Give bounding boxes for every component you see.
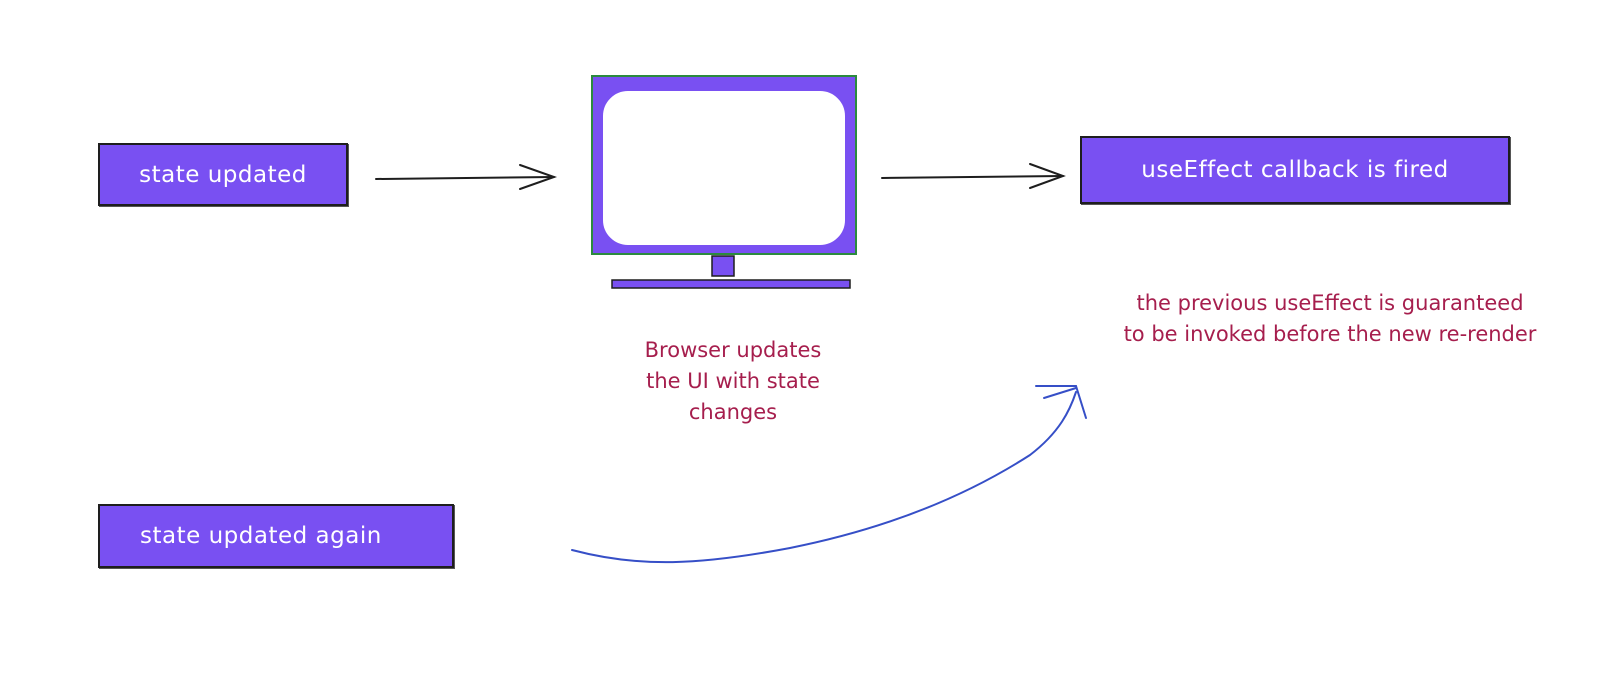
arrow-to-browser: [375, 164, 558, 190]
browser-note-line2: the UI with state: [646, 369, 820, 393]
browser-note-line3: changes: [688, 400, 778, 424]
browser-note-line1: Browser updates: [644, 338, 822, 362]
arrow-to-useeffect: [881, 163, 1066, 189]
monitor-icon: [591, 75, 857, 289]
previous-note-line2: to be invoked before the new re-render: [1123, 322, 1537, 346]
previous-note-line1: the previous useEffect is guaranteed: [1136, 291, 1524, 315]
state-updated-again-label: state updated again: [140, 523, 382, 549]
state-updated-box: state updated: [98, 143, 348, 206]
state-updated-label: state updated: [139, 161, 307, 188]
useeffect-fired-box: useEffect callback is fired: [1080, 136, 1510, 204]
previous-useeffect-note: the previous useEffect is guaranteed to …: [1080, 288, 1580, 350]
state-updated-again-box: state updated again: [98, 504, 454, 568]
curve-arrow-to-note: [571, 385, 1087, 564]
browser-update-note: Browser updates the UI with state change…: [618, 335, 848, 428]
useeffect-fired-label: useEffect callback is fired: [1141, 157, 1449, 183]
